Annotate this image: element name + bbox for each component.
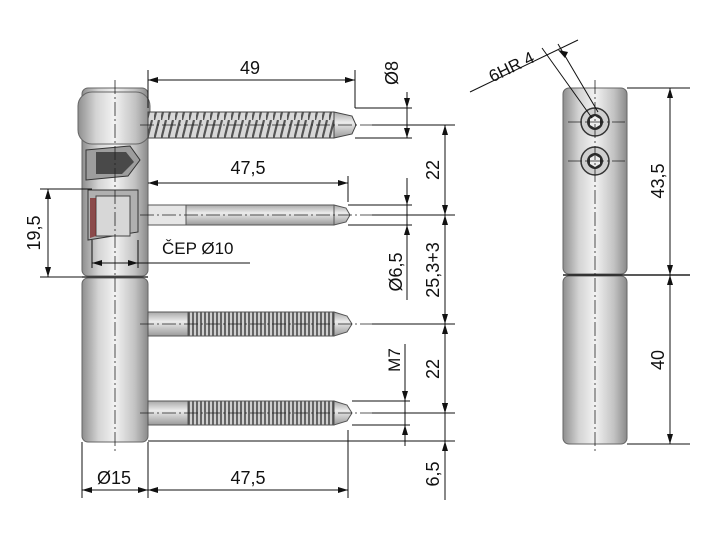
label-lower-height: 40 [648, 350, 668, 370]
label-pin-length-bottom: 47,5 [230, 468, 265, 488]
label-upper-height: 43,5 [648, 163, 668, 198]
label-pin-length-top: 47,5 [230, 158, 265, 178]
label-offset: 25,3+3 [423, 242, 443, 298]
label-hex-key: 6HR 4 [486, 48, 538, 86]
hinge-front-view [562, 80, 690, 452]
label-screw-dia: Ø8 [382, 61, 402, 85]
label-end-offset: 6,5 [423, 461, 443, 486]
screw-knuckle [77, 91, 151, 145]
label-barrel-dia: Ø15 [97, 468, 131, 488]
label-pin-dia: Ø6,5 [386, 252, 406, 291]
label-spacing-bottom: 22 [423, 359, 443, 379]
front-dimensions [469, 39, 690, 445]
dimension-lines [40, 70, 455, 500]
label-screw-length: 49 [240, 58, 260, 78]
hinge-side-view [77, 80, 372, 452]
label-spacing-top: 22 [423, 160, 443, 180]
pin-cep [95, 195, 131, 237]
dimension-labels: 49 Ø8 47,5 22 19,5 ČEP Ø10 Ø6,5 25,3+3 M… [24, 48, 668, 488]
label-cep: ČEP Ø10 [162, 239, 234, 258]
label-thread: M7 [385, 348, 404, 372]
label-cep-height: 19,5 [24, 215, 44, 250]
